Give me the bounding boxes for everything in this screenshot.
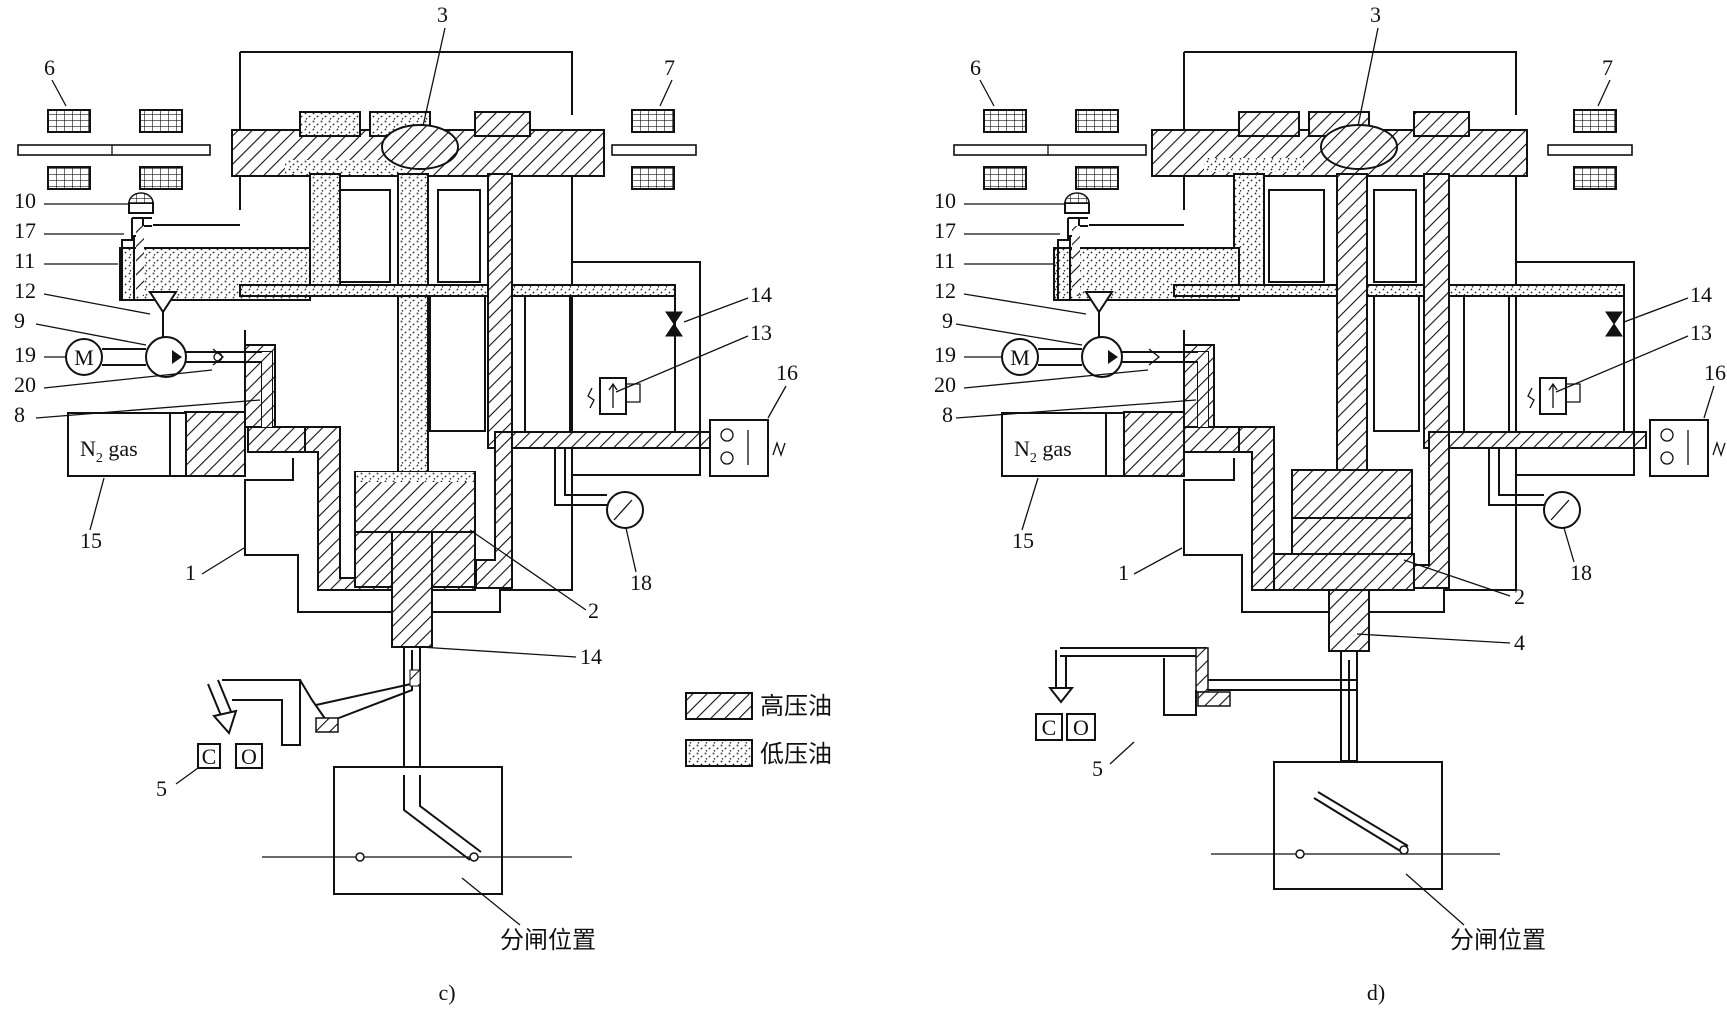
breather-cap xyxy=(1064,192,1090,204)
interrupter-box xyxy=(333,766,503,895)
callout: 10 xyxy=(934,188,956,213)
indicator-c xyxy=(197,743,221,769)
svg-text:C: C xyxy=(1042,715,1057,740)
callout: 15 xyxy=(80,528,102,553)
indicator-c xyxy=(1035,713,1063,741)
coil-7 xyxy=(1547,109,1633,190)
legend: 高压油 低压油 xyxy=(685,692,832,768)
callout: 4 xyxy=(1514,630,1525,655)
shutoff-valve xyxy=(665,311,683,337)
callout: 20 xyxy=(934,372,956,397)
svg-text:N2 gas: N2 gas xyxy=(1014,436,1072,466)
housing-outline xyxy=(1183,51,1517,613)
callout: 10 xyxy=(14,188,36,213)
callout: 19 xyxy=(14,342,36,367)
callout: 17 xyxy=(934,218,956,243)
callout: 1 xyxy=(1118,560,1129,585)
position-label: 分闸位置 xyxy=(500,927,596,954)
legend-high-pressure-swatch xyxy=(685,692,753,720)
callout: 18 xyxy=(630,570,652,595)
legend-low-pressure-swatch xyxy=(685,739,753,767)
svg-text:N2 gas: N2 gas xyxy=(80,436,138,466)
panel-caption: d) xyxy=(1367,980,1385,1005)
pump xyxy=(1081,336,1123,378)
callout: 11 xyxy=(14,248,35,273)
piston xyxy=(1291,469,1413,519)
callout: 19 xyxy=(934,342,956,367)
callout: 11 xyxy=(934,248,955,273)
callout: 16 xyxy=(776,360,798,385)
coil-6 xyxy=(17,109,211,190)
callout: 6 xyxy=(44,55,55,80)
svg-text:O: O xyxy=(1073,715,1089,740)
callout: 3 xyxy=(1370,2,1381,27)
callout: 17 xyxy=(14,218,36,243)
callout: 7 xyxy=(1602,55,1613,80)
callout: 16 xyxy=(1704,360,1726,385)
callout: 6 xyxy=(970,55,981,80)
housing-outline xyxy=(239,51,573,613)
callout: 5 xyxy=(1092,756,1103,781)
legend-low-pressure-label: 低压油 xyxy=(760,741,832,768)
panel-c: N2 gas M xyxy=(14,2,798,1005)
callout: 12 xyxy=(934,278,956,303)
callout: 2 xyxy=(588,598,599,623)
callout: 9 xyxy=(14,308,25,333)
coil-7 xyxy=(611,109,697,190)
breather-cap xyxy=(128,192,154,204)
shutoff-valve xyxy=(1605,311,1623,337)
position-label: 分闸位置 xyxy=(1450,927,1546,954)
callout: 3 xyxy=(437,2,448,27)
n2-accumulator xyxy=(1001,412,1125,477)
callout: 20 xyxy=(14,372,36,397)
panel-d: N2 gas M xyxy=(934,2,1726,1005)
filter xyxy=(148,291,178,314)
indicator-o xyxy=(235,743,263,769)
callout: 14 xyxy=(750,282,772,307)
pressure-gauge xyxy=(1543,491,1581,529)
callout: 1 xyxy=(185,560,196,585)
callout: 14 xyxy=(1690,282,1712,307)
callout: 15 xyxy=(1012,528,1034,553)
low-pressure-channel xyxy=(309,173,341,286)
pressure-gauge xyxy=(606,491,644,529)
callout: 14 xyxy=(580,644,602,669)
pump xyxy=(145,336,187,378)
svg-text:M: M xyxy=(1010,345,1030,370)
n2-accumulator xyxy=(67,412,187,477)
indicator-o xyxy=(1066,713,1096,741)
callout: 7 xyxy=(664,55,675,80)
coil-6 xyxy=(953,109,1147,190)
callout: 9 xyxy=(942,308,953,333)
callout: 8 xyxy=(14,402,25,427)
n2-label: N xyxy=(80,436,96,461)
legend-high-pressure-label: 高压油 xyxy=(760,693,832,720)
callout: 18 xyxy=(1570,560,1592,585)
callout: 13 xyxy=(750,320,772,345)
high-pressure-channel xyxy=(1336,173,1368,471)
svg-text:M: M xyxy=(74,345,94,370)
callout: 13 xyxy=(1690,320,1712,345)
svg-text:C: C xyxy=(202,744,217,769)
panel-caption: c) xyxy=(438,980,455,1005)
filter xyxy=(1084,291,1114,314)
svg-text:O: O xyxy=(241,744,257,769)
callout: 8 xyxy=(942,402,953,427)
callout: 2 xyxy=(1514,584,1525,609)
pressure-switch xyxy=(709,419,769,477)
pressure-switch xyxy=(1649,419,1709,477)
callout: 12 xyxy=(14,278,36,303)
n2-label: N xyxy=(1014,436,1030,461)
callout: 5 xyxy=(156,776,167,801)
